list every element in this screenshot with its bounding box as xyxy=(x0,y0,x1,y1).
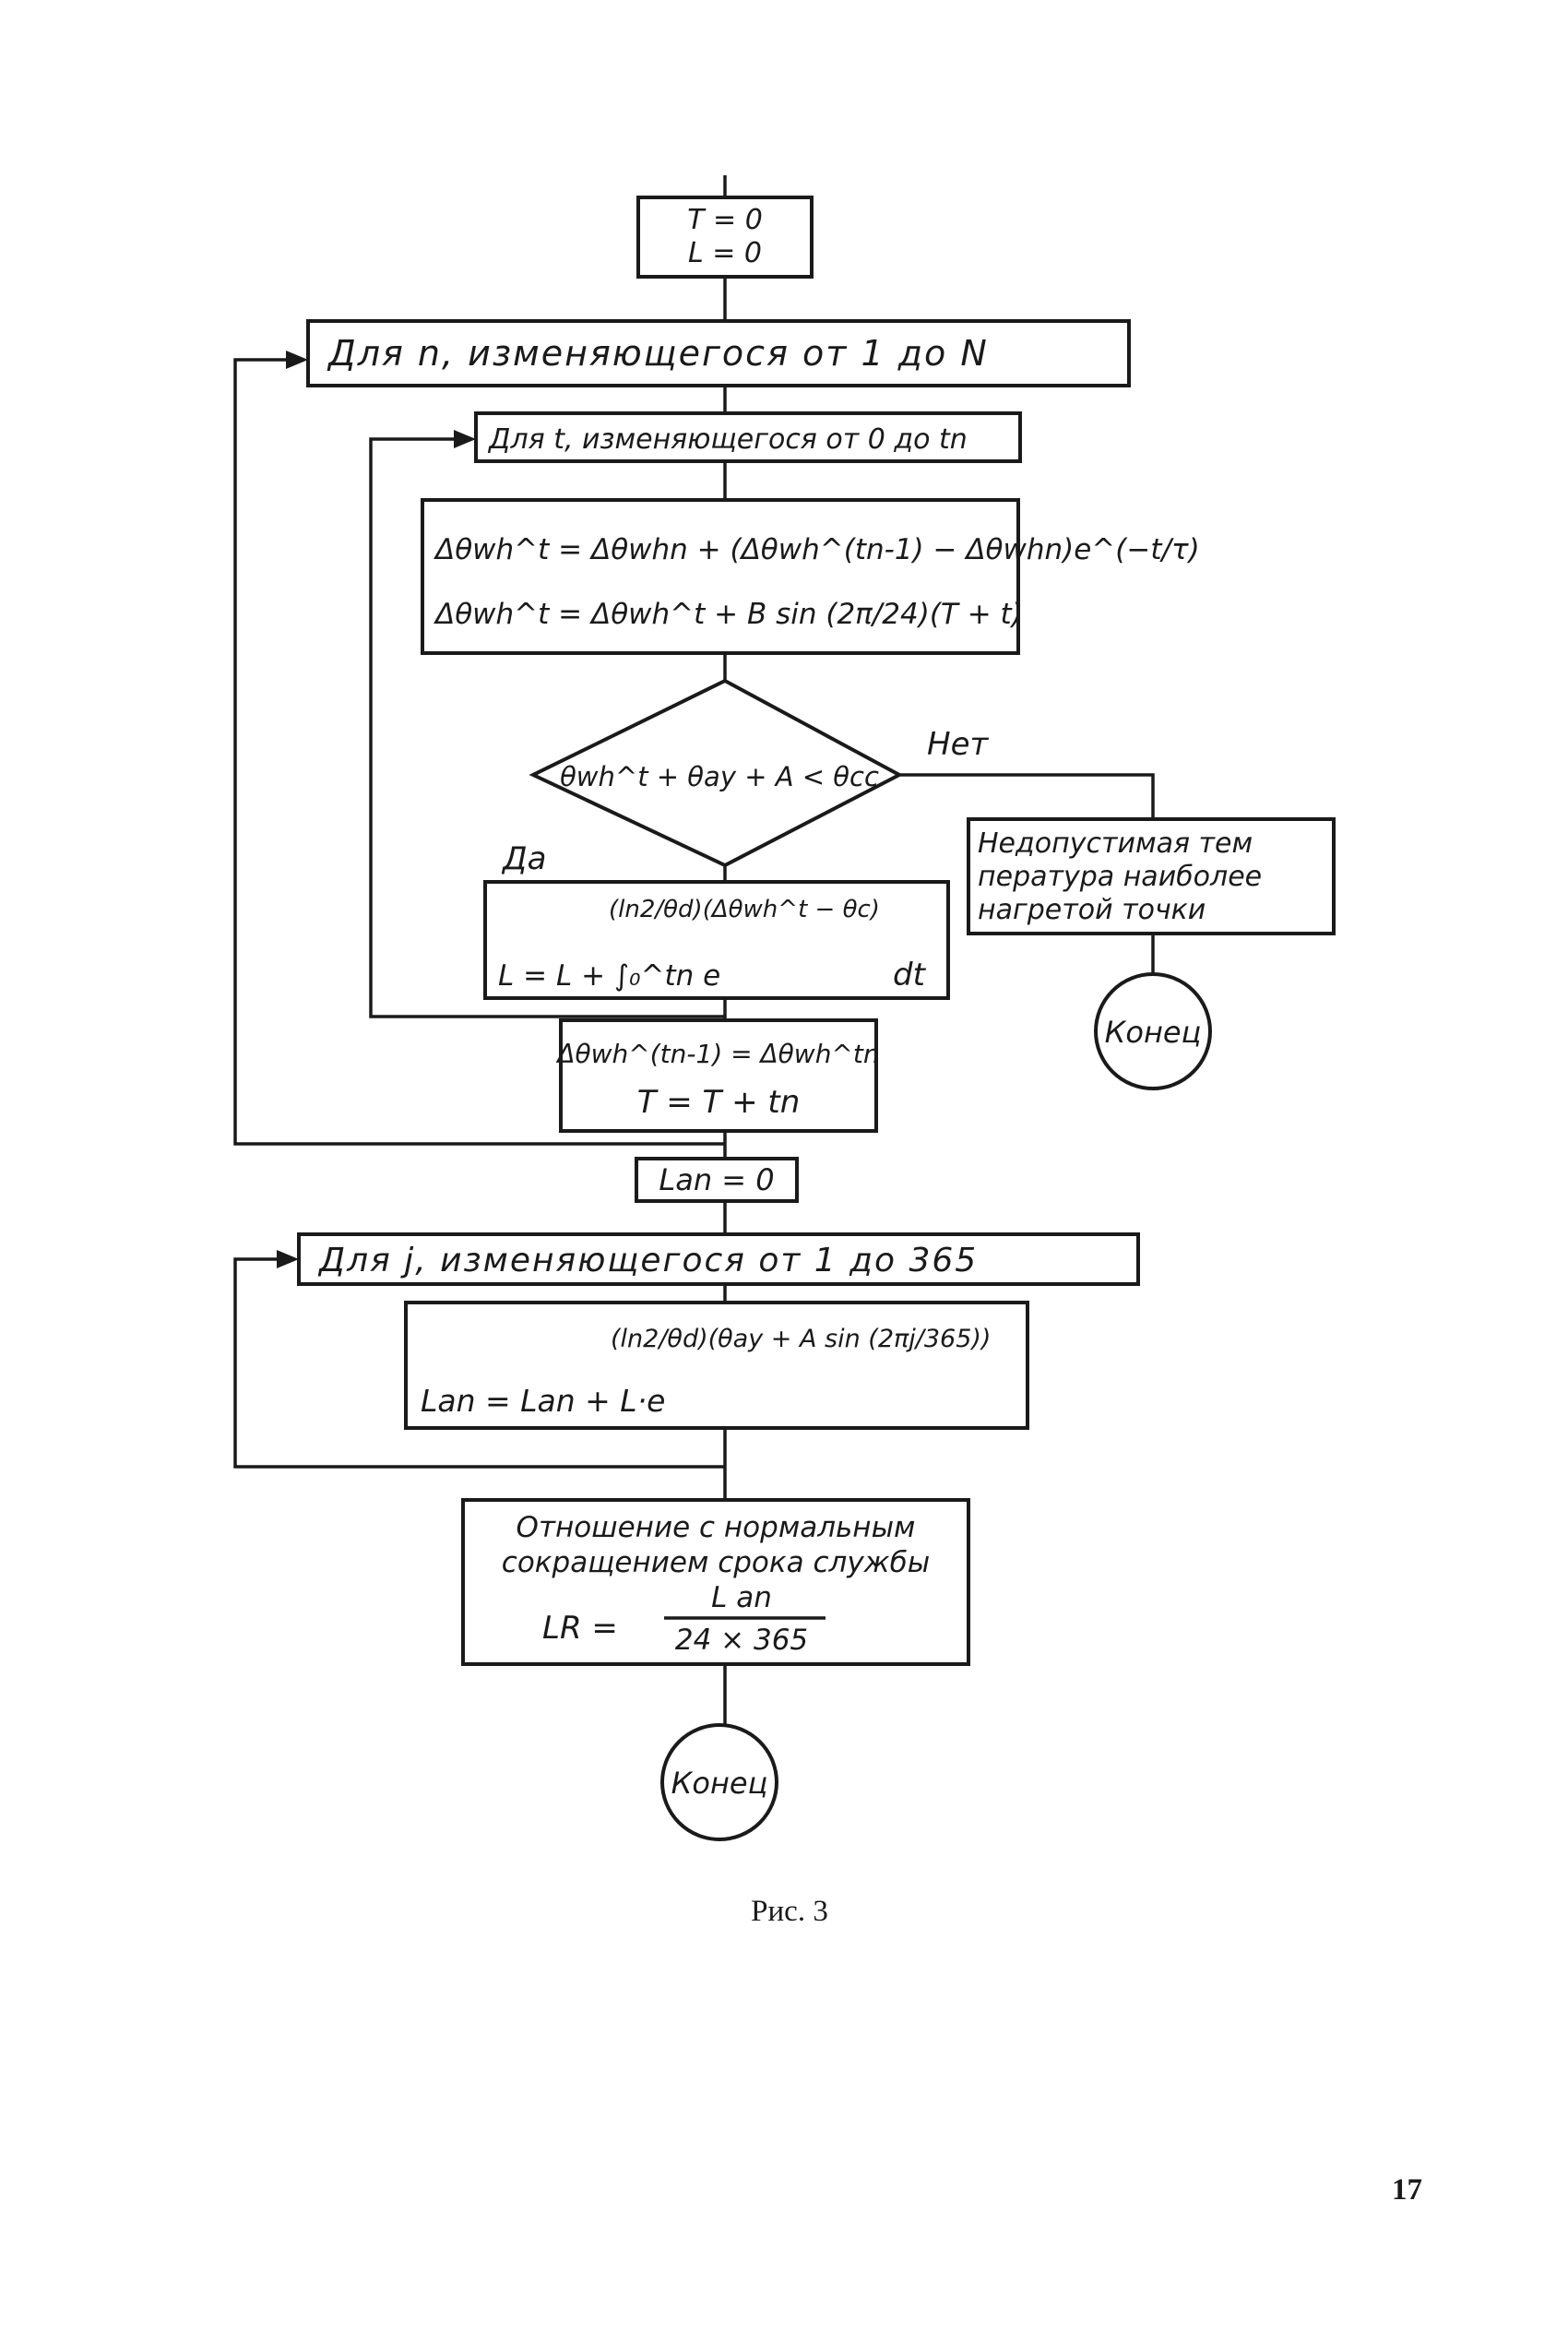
update-box xyxy=(559,1018,878,1133)
calc-lan-block: (ln2/θd)(θay + A sin (2πj/365)) Lan = La… xyxy=(404,1301,1029,1430)
decision-block: θwh^t + θay + A < θcc Нет Да xyxy=(501,678,989,877)
update-block: Δθwh^(tn-1) = Δθwh^tn T = T + tn xyxy=(555,1018,880,1133)
lan-init-block: Lan = 0 xyxy=(635,1157,799,1203)
decision-yes-label: Да xyxy=(501,840,546,877)
calc-temp-line-1: Δθwh^t = Δθwhn + (Δθwh^(tn-1) − Δθwhn)e^… xyxy=(434,533,1200,566)
decision-no-label: Нет xyxy=(927,726,989,763)
result-block: Отношение с нормальным сокращением срока… xyxy=(461,1498,970,1666)
end-final-label: Конец xyxy=(671,1766,768,1801)
init-box xyxy=(636,196,814,279)
loop-n-arrow xyxy=(286,351,308,369)
loop-j-label: Для j, изменяющегося от 1 до 365 xyxy=(317,1242,978,1279)
loop-n-box xyxy=(306,319,1131,387)
init-line-1: T = 0 xyxy=(687,204,763,236)
loop-j-box xyxy=(297,1232,1140,1286)
connectors xyxy=(233,175,1155,1725)
loop-t-box xyxy=(474,411,1022,463)
end-error-label: Конец xyxy=(1105,1015,1202,1050)
error-box xyxy=(967,817,1336,935)
integral-formula: L = L + ∫₀^tn e xyxy=(498,959,720,993)
update-line-2: T = T + tn xyxy=(637,1084,801,1121)
error-line-1: Недопустимая тем xyxy=(978,827,1253,860)
loop-n-label: Для n, изменяющегося от 1 до N xyxy=(327,333,989,374)
loop-n-block: Для n, изменяющегося от 1 до N xyxy=(306,319,1131,387)
calc-temp-block: Δθwh^t = Δθwhn + (Δθwh^(tn-1) − Δθwhn)e^… xyxy=(421,498,1200,655)
integral-block: (ln2/θd)(Δθwh^t − θc) L = L + ∫₀^tn e dt xyxy=(483,880,950,1000)
error-block: Недопустимая тем пература наиболее нагре… xyxy=(967,817,1336,935)
result-denominator: 24 × 365 xyxy=(675,1624,808,1657)
error-line-3: нагретой точки xyxy=(978,894,1206,926)
end-error-block: Конец xyxy=(1094,972,1212,1090)
end-final-circle xyxy=(660,1723,778,1841)
integral-box xyxy=(483,880,950,1000)
page-number: 17 xyxy=(1392,2173,1422,2207)
init-block: T = 0 L = 0 xyxy=(636,196,814,279)
integral-differential: dt xyxy=(893,957,927,993)
init-line-2: L = 0 xyxy=(688,237,762,269)
loop-t-label: Для t, изменяющегося от 0 до tn xyxy=(487,423,968,456)
result-box xyxy=(461,1498,970,1666)
calc-temp-line-2: Δθwh^t = Δθwh^t + B sin (2π/24)(T + t) xyxy=(434,598,1023,631)
result-line-1: Отношение с нормальным xyxy=(517,1511,916,1544)
loop-j-return xyxy=(233,1257,725,1469)
decision-condition: θwh^t + θay + A < θcc xyxy=(560,761,879,792)
loop-t-block: Для t, изменяющегося от 0 до tn xyxy=(474,411,1022,463)
calc-lan-box xyxy=(404,1301,1029,1430)
calc-lan-exponent: (ln2/θd)(θay + A sin (2πj/365)) xyxy=(611,1325,991,1353)
error-line-2: пература наиболее xyxy=(978,861,1262,893)
integral-exponent: (ln2/θd)(Δθwh^t − θc) xyxy=(609,896,880,923)
decision-diamond xyxy=(529,678,904,868)
loop-j-arrow xyxy=(277,1250,299,1268)
update-line-1: Δθwh^(tn-1) = Δθwh^tn xyxy=(555,1039,879,1069)
result-line-2: сокращением срока службы xyxy=(502,1546,930,1579)
result-numerator: L an xyxy=(711,1581,772,1614)
end-final-block: Конец xyxy=(660,1723,778,1841)
lan-init-label: Lan = 0 xyxy=(659,1162,774,1197)
loop-t-arrow xyxy=(454,430,476,448)
no-branch-line xyxy=(899,773,1155,819)
loop-n-return xyxy=(233,358,725,1146)
calc-temp-box xyxy=(421,498,1020,655)
calc-lan-formula: Lan = Lan + L·e xyxy=(421,1383,665,1419)
figure-caption: Рис. 3 xyxy=(751,1895,828,1928)
loop-t-return xyxy=(369,437,725,1018)
end-error-circle xyxy=(1094,972,1212,1090)
result-lhs: LR = xyxy=(542,1610,618,1647)
lan-init-box xyxy=(635,1157,799,1203)
loop-j-block: Для j, изменяющегося от 1 до 365 xyxy=(297,1232,1140,1286)
